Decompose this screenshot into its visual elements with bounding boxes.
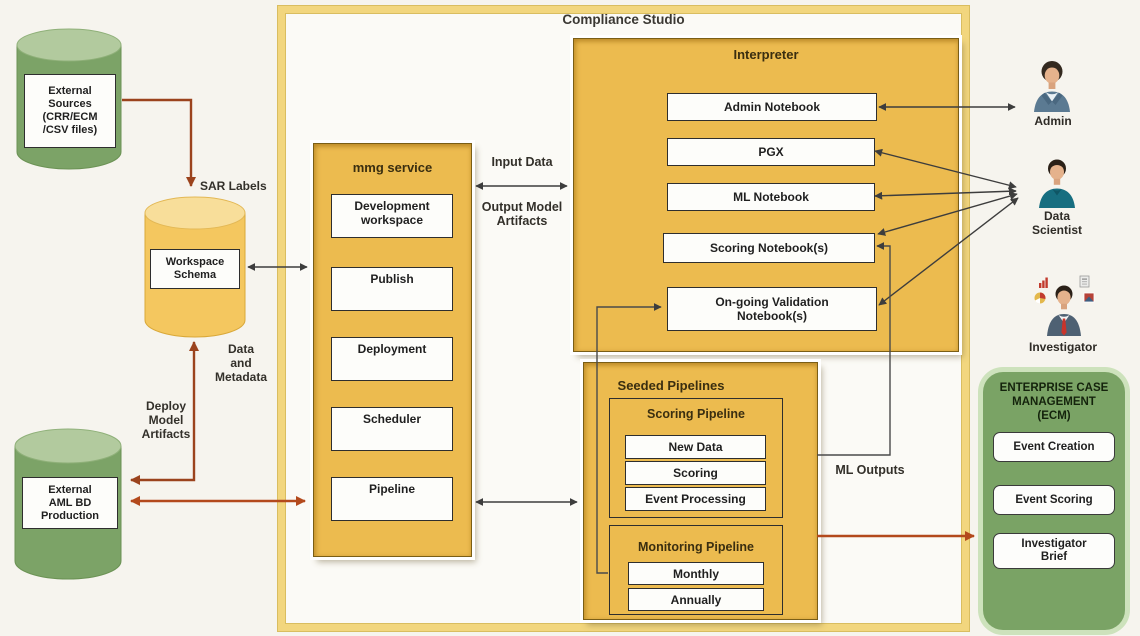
data-scientist-icon (1039, 159, 1075, 208)
interpreter-box-ml-notebook: ML Notebook (667, 183, 875, 211)
investigator-icon (1034, 275, 1095, 336)
interpreter-title: Interpreter (733, 47, 799, 62)
data-and-metadata-text: Data and Metadata (214, 342, 267, 384)
interpreter-box-admin-notebook: Admin Notebook (667, 93, 877, 121)
scoring-pipeline-new-data: New Data (625, 435, 766, 459)
interpreter-box-pgx: PGX (667, 138, 875, 166)
ecm-title: ENTERPRISE CASE MANAGEMENT (ECM) (999, 382, 1109, 422)
sar-labels-text: SAR Labels (200, 179, 267, 193)
mmg-box-pipeline: Pipeline (331, 477, 453, 521)
mmg-box-development-workspace: Development workspace (331, 194, 453, 238)
interpreter-box-ongoing-validation: On-going Validation Notebook(s) (667, 287, 877, 331)
monitoring-pipeline-monthly: Monthly (628, 562, 764, 585)
monitoring-pipeline-box: Monitoring Pipeline Monthly Annually (609, 525, 783, 615)
data-scientist-label: Data Scientist (1031, 209, 1082, 237)
monitoring-pipeline-annually: Annually (628, 588, 764, 611)
mmg-service-title: mmg service (352, 160, 433, 175)
mmg-box-scheduler: Scheduler (331, 407, 453, 451)
document-icon (1079, 275, 1090, 288)
mmg-box-publish: Publish (331, 267, 453, 311)
photo-chart-icon (1083, 292, 1095, 303)
workspace-schema-label: Workspace Schema (150, 249, 240, 289)
ecm-event-creation: Event Creation (993, 432, 1115, 462)
pie-chart-icon (1034, 292, 1046, 304)
external-sources-label: External Sources (CRR/ECM /CSV files) (24, 74, 116, 148)
scoring-pipeline-event-processing: Event Processing (625, 487, 766, 511)
scoring-pipeline-scoring: Scoring (625, 461, 766, 485)
aml-production-label: External AML BD Production (22, 477, 118, 529)
monitoring-pipeline-title: Monitoring Pipeline (638, 540, 754, 554)
ecm-investigator-brief: Investigator Brief (993, 533, 1115, 569)
bar-chart-icon (1039, 277, 1048, 288)
input-data-text: Input Data (491, 155, 553, 169)
ecm-event-scoring: Event Scoring (993, 485, 1115, 515)
ecm-panel: ENTERPRISE CASE MANAGEMENT (ECM) Event C… (983, 372, 1125, 630)
ml-outputs-text: ML Outputs (835, 463, 905, 477)
investigator-label: Investigator (1028, 340, 1097, 354)
output-model-artifacts-text: Output Model Artifacts (481, 200, 563, 228)
interpreter-box-scoring-notebook: Scoring Notebook(s) (663, 233, 875, 263)
compliance-studio-title: Compliance Studio (562, 12, 685, 27)
scoring-pipeline-box: Scoring Pipeline New Data Scoring Event … (609, 398, 783, 518)
deploy-model-artifacts-text: Deploy Model Artifacts (141, 399, 191, 441)
interpreter-panel: Interpreter Admin Notebook PGX ML Notebo… (573, 38, 959, 352)
mmg-box-deployment: Deployment (331, 337, 453, 381)
mmg-service-panel: mmg service Development workspace Publis… (313, 143, 472, 557)
arrow-sources-to-workspace (122, 98, 196, 187)
seeded-pipelines-panel: Seeded Pipelines Scoring Pipeline New Da… (583, 362, 818, 620)
seeded-pipelines-title: Seeded Pipelines (617, 378, 725, 393)
scoring-pipeline-title: Scoring Pipeline (647, 407, 745, 421)
admin-label: Admin (1034, 114, 1072, 128)
admin-icon (1034, 61, 1070, 112)
